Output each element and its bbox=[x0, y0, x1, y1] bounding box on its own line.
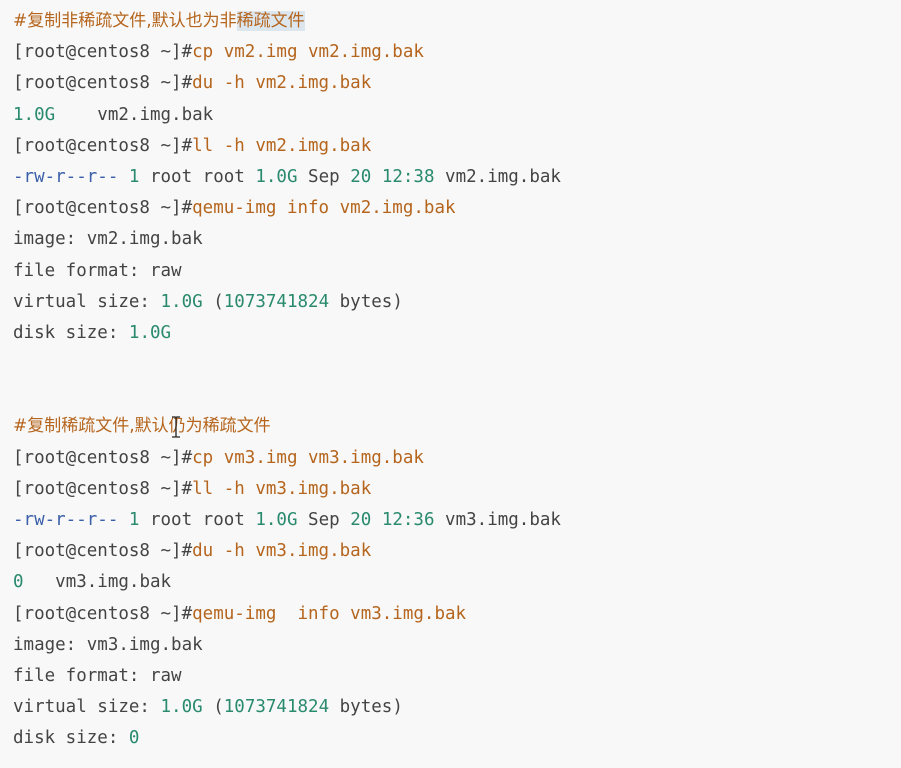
output-label: virtual size: bbox=[13, 291, 161, 312]
output-size: 1.0G bbox=[13, 104, 56, 125]
command-line: [root@centos8 ~]#cp vm2.img vm2.img.bak bbox=[13, 37, 901, 68]
output-line: file format: raw bbox=[13, 661, 901, 692]
output-links: 1 bbox=[128, 166, 140, 187]
blank-line bbox=[13, 349, 901, 380]
output-line: virtual size: 1.0G (1073741824 bytes) bbox=[13, 287, 901, 318]
output-bytes: 1073741824 bbox=[223, 697, 330, 718]
output-owner: root root bbox=[139, 166, 256, 187]
output-paren: ( bbox=[202, 697, 224, 718]
shell-prompt: [root@centos8 ~]# bbox=[13, 541, 193, 562]
output-time: 12:38 bbox=[381, 166, 435, 187]
output-month: Sep bbox=[297, 510, 351, 530]
command-text: qemu-img info vm3.img.bak bbox=[192, 603, 467, 624]
command-text: du -h vm2.img.bak bbox=[192, 73, 372, 94]
output-label: virtual size: bbox=[13, 697, 161, 718]
comment-text: #复制稀疏文件,默认仍为稀疏文件 bbox=[13, 416, 271, 437]
command-line: [root@centos8 ~]#du -h vm3.img.bak bbox=[13, 536, 901, 567]
output-filename: vm2.img.bak bbox=[434, 166, 561, 187]
text-cursor-icon bbox=[170, 416, 182, 438]
command-text: ll -h vm2.img.bak bbox=[192, 135, 372, 156]
output-format: file format: raw bbox=[13, 665, 182, 686]
comment-highlighted-text: 稀疏文件 bbox=[236, 11, 305, 31]
comment-text: #复制非稀疏文件,默认也为非 bbox=[13, 11, 237, 31]
output-size: 1.0G bbox=[160, 291, 203, 312]
output-line: -rw-r--r-- 1 root root 1.0G Sep 20 12:38… bbox=[13, 162, 901, 193]
command-text: qemu-img info vm2.img.bak bbox=[192, 198, 456, 219]
output-line: 0 vm3.img.bak bbox=[13, 567, 901, 598]
command-line: [root@centos8 ~]#qemu-img info vm3.img.b… bbox=[13, 599, 901, 630]
output-links: 1 bbox=[128, 510, 140, 530]
command-line: [root@centos8 ~]#ll -h vm3.img.bak bbox=[13, 474, 901, 505]
output-size: 0 bbox=[13, 572, 24, 593]
shell-prompt: [root@centos8 ~]# bbox=[13, 603, 193, 624]
comment-line: #复制非稀疏文件,默认也为非稀疏文件 bbox=[13, 6, 901, 37]
output-line: disk size: 1.0G bbox=[13, 318, 901, 349]
output-permissions: -rw-r--r-- bbox=[13, 510, 119, 530]
output-line: 1.0G vm2.img.bak bbox=[13, 100, 901, 131]
output-paren: bytes) bbox=[329, 291, 403, 312]
output-bytes: 1073741824 bbox=[223, 291, 330, 312]
blank-line bbox=[13, 380, 901, 411]
output-time: 12:36 bbox=[381, 510, 435, 530]
output-owner: root root bbox=[139, 510, 256, 530]
command-text: cp vm3.img vm3.img.bak bbox=[192, 447, 424, 468]
output-image: image: vm3.img.bak bbox=[13, 634, 203, 655]
output-label: disk size: bbox=[13, 728, 129, 749]
output-filename: vm3.img.bak bbox=[23, 572, 172, 593]
output-paren: ( bbox=[202, 291, 224, 312]
output-line: virtual size: 1.0G (1073741824 bytes) bbox=[13, 692, 901, 723]
output-size: 1.0G bbox=[160, 697, 203, 718]
shell-prompt: [root@centos8 ~]# bbox=[13, 447, 193, 468]
output-format: file format: raw bbox=[13, 260, 182, 281]
shell-prompt: [root@centos8 ~]# bbox=[13, 478, 193, 499]
shell-prompt: [root@centos8 ~]# bbox=[13, 73, 193, 94]
output-size: 1.0G bbox=[128, 322, 172, 343]
output-permissions: -rw-r--r-- bbox=[13, 166, 119, 187]
output-line: image: vm3.img.bak bbox=[13, 630, 901, 661]
command-line: [root@centos8 ~]#ll -h vm2.img.bak bbox=[13, 131, 901, 162]
output-line: disk size: 0 bbox=[13, 723, 901, 754]
output-filename: vm3.img.bak bbox=[434, 510, 561, 530]
shell-prompt: [root@centos8 ~]# bbox=[13, 42, 193, 63]
output-image: image: vm2.img.bak bbox=[13, 229, 203, 250]
output-filename: vm2.img.bak bbox=[55, 104, 214, 125]
command-text: ll -h vm3.img.bak bbox=[192, 478, 372, 499]
output-size: 1.0G bbox=[255, 510, 298, 530]
output-day: 20 bbox=[350, 510, 372, 530]
command-line: [root@centos8 ~]#cp vm3.img vm3.img.bak bbox=[13, 443, 901, 474]
output-label: disk size: bbox=[13, 322, 129, 343]
output-size: 0 bbox=[128, 728, 140, 749]
output-line: file format: raw bbox=[13, 256, 901, 287]
output-size: 1.0G bbox=[255, 166, 298, 187]
output-month: Sep bbox=[297, 166, 351, 187]
output-paren: bytes) bbox=[329, 697, 403, 718]
comment-line: #复制稀疏文件,默认仍为稀疏文件 bbox=[13, 411, 901, 442]
output-line: -rw-r--r-- 1 root root 1.0G Sep 20 12:36… bbox=[13, 505, 901, 536]
output-day: 20 bbox=[350, 166, 372, 187]
command-text: du -h vm3.img.bak bbox=[192, 541, 372, 562]
command-text: cp vm2.img vm2.img.bak bbox=[192, 42, 424, 63]
shell-prompt: [root@centos8 ~]# bbox=[13, 198, 193, 219]
command-line: [root@centos8 ~]#qemu-img info vm2.img.b… bbox=[13, 193, 901, 224]
shell-prompt: [root@centos8 ~]# bbox=[13, 135, 193, 156]
command-line: [root@centos8 ~]#du -h vm2.img.bak bbox=[13, 68, 901, 99]
output-line: image: vm2.img.bak bbox=[13, 224, 901, 255]
